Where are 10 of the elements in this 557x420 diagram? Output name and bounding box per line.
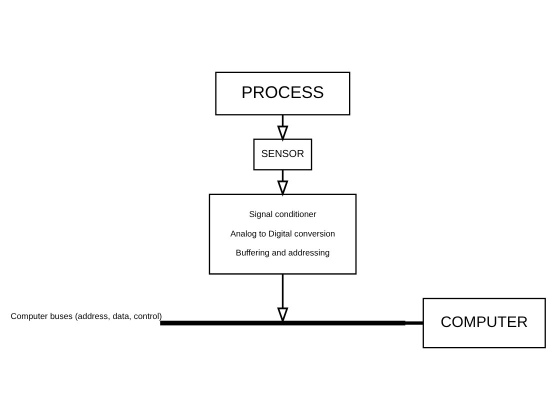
node-box: SENSOR xyxy=(253,138,312,170)
connector xyxy=(404,321,424,325)
arrow xyxy=(277,170,288,197)
node-label: Computer buses (address, data, control) xyxy=(10,310,162,321)
node-box: Signal conditioner Analog to Digital conversion Buffering and addressing xyxy=(208,194,357,275)
arrow xyxy=(277,274,288,324)
node-box: COMPUTER xyxy=(422,298,546,348)
node-bar xyxy=(160,320,406,326)
arrow xyxy=(277,114,288,142)
node-box: PROCESS xyxy=(215,72,350,116)
